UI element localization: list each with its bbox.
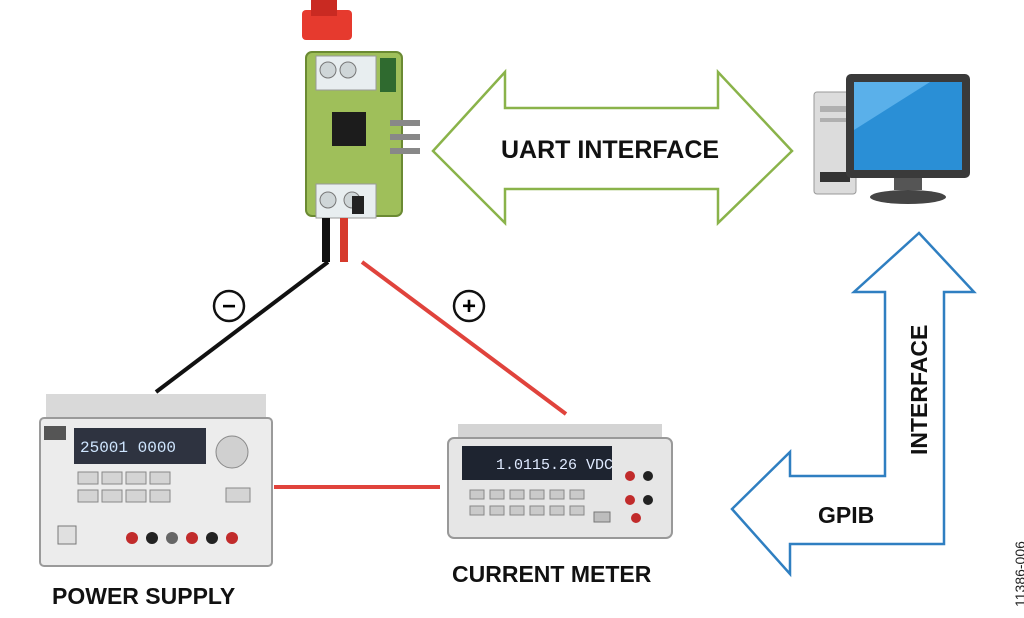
current-meter-display: 1.0115.26 VDC xyxy=(496,457,613,474)
interface-label: INTERFACE xyxy=(906,324,932,455)
wiring xyxy=(154,260,568,489)
uart-interface-label: UART INTERFACE xyxy=(501,136,720,164)
power-supply-image: 25001 0000 xyxy=(39,394,273,567)
power-supply-label: POWER SUPPLY xyxy=(52,583,236,609)
gpib-interface-arrow xyxy=(730,231,977,578)
plus-marker: + xyxy=(452,289,486,323)
negative-wire xyxy=(154,260,330,394)
positive-wire xyxy=(360,260,568,416)
current-meter-label: CURRENT METER xyxy=(452,561,652,587)
gpib-label: GPIB xyxy=(818,502,875,528)
minus-symbol: − xyxy=(222,293,236,320)
power-supply-display: 25001 0000 xyxy=(80,439,176,457)
eval-board-image xyxy=(302,0,420,262)
computer-image xyxy=(813,74,970,204)
uart-double-arrow xyxy=(431,68,794,227)
figure-id: 11386-006 xyxy=(1012,541,1024,607)
minus-marker: − xyxy=(212,289,246,323)
current-meter-image: 1.0115.26 VDC xyxy=(447,424,673,539)
plus-symbol: + xyxy=(462,293,476,320)
